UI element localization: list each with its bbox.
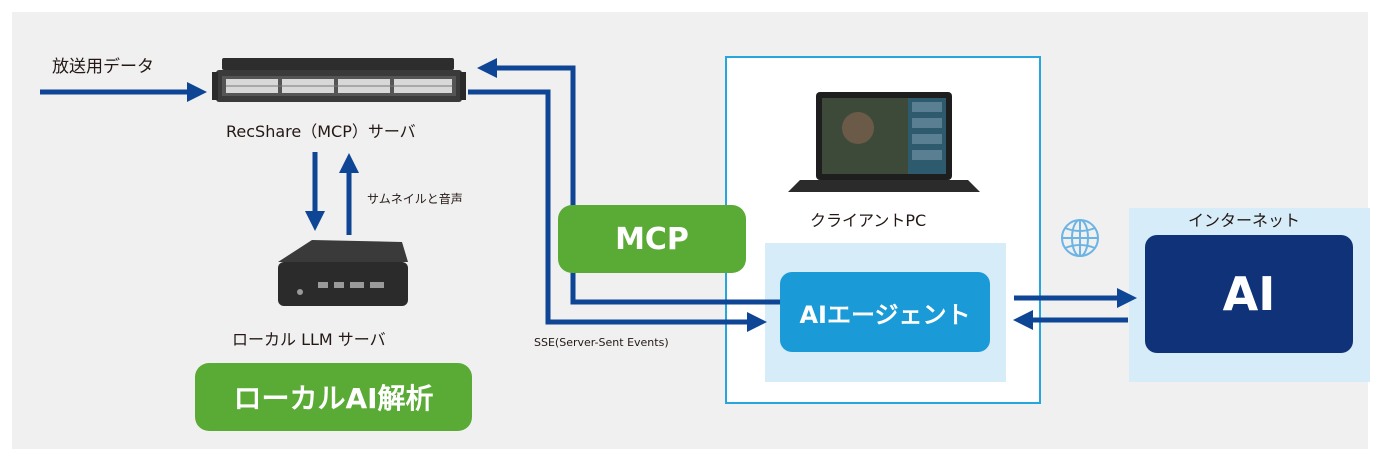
ai-agent-badge: AIエージェント [780, 272, 990, 352]
client-pc-label: クライアントPC [810, 211, 927, 230]
recshare-server-label: RecShare（MCP）サーバ [226, 122, 416, 141]
broadcast-data-label: 放送用データ [52, 57, 154, 77]
thumbnail-audio-label: サムネイルと音声 [367, 192, 463, 206]
sse-label: SSE(Server-Sent Events) [534, 336, 669, 349]
ai-badge: AI [1145, 235, 1353, 353]
local-llm-server-label: ローカル LLM サーバ [232, 330, 386, 349]
mcp-badge: MCP [558, 205, 746, 273]
arrow-mcp-to-server [477, 58, 780, 305]
internet-label: インターネット [1188, 211, 1301, 230]
arrow-sse-to-agent [468, 89, 767, 332]
local-ai-analysis-badge: ローカルAI解析 [195, 363, 472, 431]
